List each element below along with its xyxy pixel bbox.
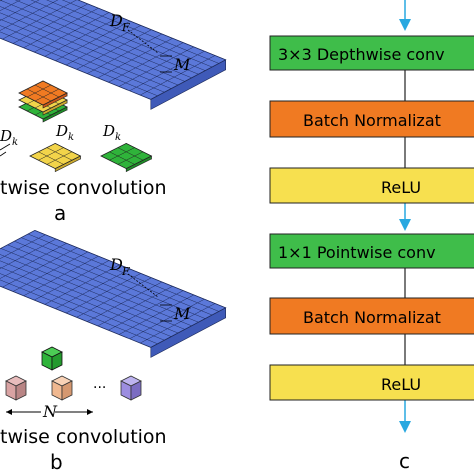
kernel-label-2: Dk xyxy=(55,122,74,143)
kernel-green xyxy=(100,142,153,173)
block-depthwise-conv: 3×3 Depthwise conv xyxy=(269,35,474,71)
dim-width-label-b: D xyxy=(109,255,123,274)
dim-depth-label-b: M xyxy=(173,304,191,323)
feature-map-b xyxy=(0,229,227,358)
block-label-3: ReLU xyxy=(381,178,421,197)
panel-letter-c: c xyxy=(399,449,410,473)
block-label-5: Batch Normalizat xyxy=(303,308,441,327)
panel-c: 3×3 Depthwise conv Batch Normalizat ReLU… xyxy=(269,0,474,473)
caption-b: twise convolution xyxy=(0,426,167,448)
panel-a: D F M Dk Dk Dk twise convolution a xyxy=(0,0,227,225)
dim-width-sub-b: F xyxy=(121,265,130,278)
ellipsis: ··· xyxy=(93,380,106,396)
panel-letter-b: b xyxy=(50,450,63,474)
caption-a: twise convolution xyxy=(0,177,167,199)
block-pointwise-conv: 1×1 Pointwise conv xyxy=(269,233,474,269)
feature-map-a xyxy=(0,0,227,110)
block-relu-2: ReLU xyxy=(269,364,474,401)
block-label-6: ReLU xyxy=(381,375,421,394)
dim-width-label-a: D xyxy=(109,11,123,30)
cube-3 xyxy=(120,375,142,401)
dim-width-line-a xyxy=(127,29,159,54)
dim-width-sub-a: F xyxy=(121,21,130,34)
dim-width-line-b xyxy=(127,273,159,298)
count-label: N xyxy=(42,402,58,421)
kernel-label-3: Dk xyxy=(102,122,121,143)
panel-letter-a: a xyxy=(54,201,66,225)
kernel-yellow xyxy=(29,142,82,173)
block-label-2: Batch Normalizat xyxy=(303,111,441,130)
block-relu-1: ReLU xyxy=(269,167,474,204)
block-batchnorm-1: Batch Normalizat xyxy=(269,100,474,138)
cube-1 xyxy=(5,375,27,401)
block-label-1: 3×3 Depthwise conv xyxy=(278,45,445,64)
kernel-label-1: Dk xyxy=(0,127,18,148)
kernel-partial-left xyxy=(0,143,11,157)
pointwise-kernel-on-map xyxy=(41,346,63,371)
cube-2 xyxy=(51,375,73,401)
panel-b: D F M ··· N twise convolution b xyxy=(0,229,227,474)
kernel-stack-a xyxy=(18,80,68,123)
dim-depth-label-a: M xyxy=(173,55,191,74)
block-batchnorm-2: Batch Normalizat xyxy=(269,297,474,335)
block-label-4: 1×1 Pointwise conv xyxy=(278,243,436,262)
